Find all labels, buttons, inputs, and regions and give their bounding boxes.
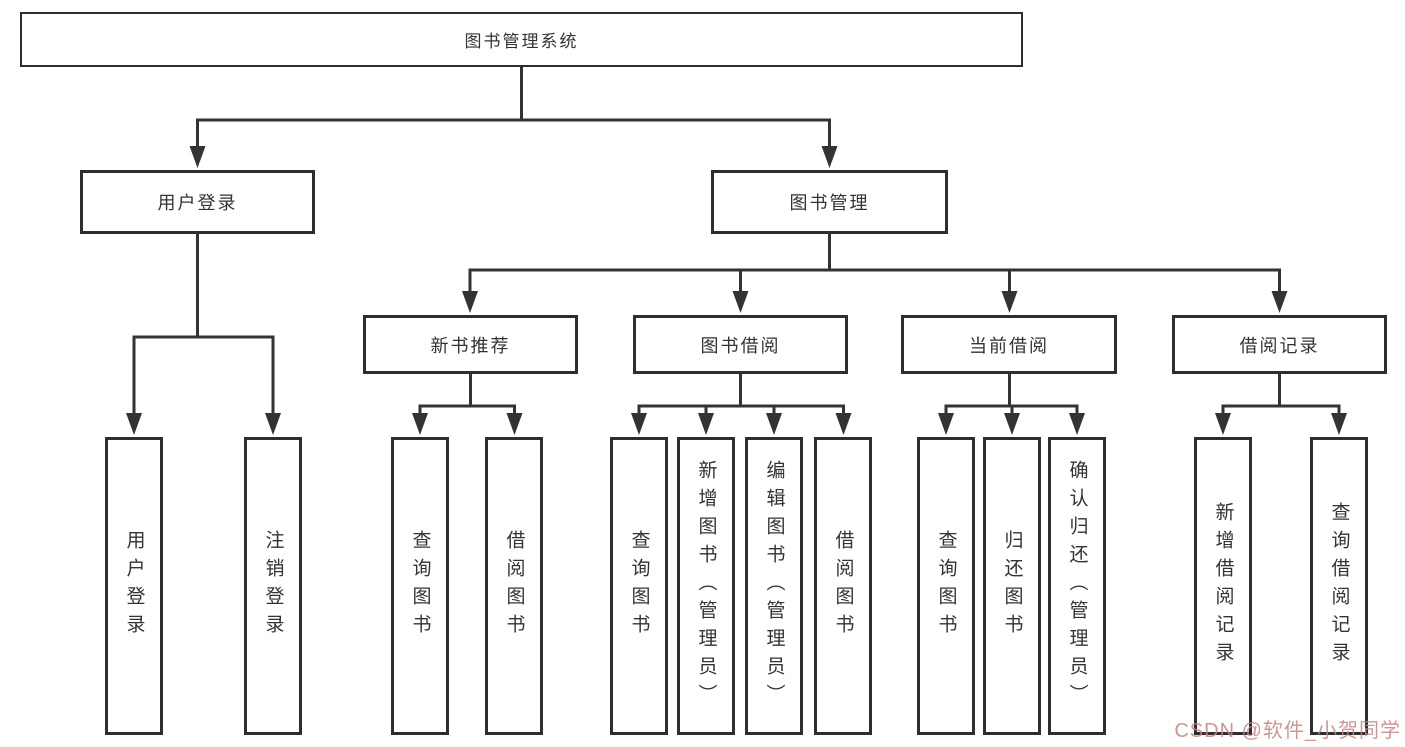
node-borrowing-records-label: 借阅记录 [1239,335,1320,356]
node-root-system: 图书管理系统 [20,12,1023,67]
leaf-logout-label: 注销登录 [262,530,284,642]
leaf-add-books-admin-label: 新增图书（管理员） [695,460,717,712]
leaf-return-books: 归还图书 [983,437,1041,735]
node-user-login: 用户登录 [80,170,315,234]
leaf-current-query-books: 查询图书 [917,437,975,735]
leaf-recommend-query-books: 查询图书 [391,437,449,735]
leaf-query-borrow-record: 查询借阅记录 [1310,437,1368,735]
leaf-borrow-query-books: 查询图书 [610,437,668,735]
leaf-logout: 注销登录 [244,437,302,735]
node-book-management: 图书管理 [711,170,948,234]
leaf-recommend-borrow-books-label: 借阅图书 [503,530,525,642]
leaf-user-login-label: 用户登录 [123,530,145,642]
node-borrowing-records: 借阅记录 [1172,315,1387,374]
leaf-borrow-books: 借阅图书 [814,437,872,735]
leaf-current-query-books-label: 查询图书 [935,530,957,642]
leaf-add-borrow-record-label: 新增借阅记录 [1212,502,1234,670]
leaf-query-borrow-record-label: 查询借阅记录 [1328,502,1350,670]
leaf-borrow-query-books-label: 查询图书 [628,530,650,642]
leaf-edit-books-admin-label: 编辑图书（管理员） [763,460,785,712]
node-current-borrowing-label: 当前借阅 [969,335,1049,356]
leaf-confirm-return-admin-label: 确认归还（管理员） [1066,460,1088,712]
node-book-borrowing-label: 图书借阅 [700,335,781,356]
node-new-book-recommend-label: 新书推荐 [430,335,511,356]
leaf-add-books-admin: 新增图书（管理员） [677,437,735,735]
node-user-login-label: 用户登录 [157,193,238,213]
node-book-borrowing: 图书借阅 [633,315,848,374]
leaf-return-books-label: 归还图书 [1001,530,1023,642]
leaf-edit-books-admin: 编辑图书（管理员） [745,437,803,735]
node-root-label: 图书管理系统 [464,32,579,51]
node-current-borrowing: 当前借阅 [901,315,1117,374]
node-new-book-recommend: 新书推荐 [363,315,578,374]
node-book-management-label: 图书管理 [789,193,870,213]
leaf-borrow-books-label: 借阅图书 [832,530,854,642]
leaf-recommend-borrow-books: 借阅图书 [485,437,543,735]
csdn-watermark: CSDN @软件_小贺同学 [1174,720,1401,742]
leaf-recommend-query-books-label: 查询图书 [409,530,431,642]
leaf-add-borrow-record: 新增借阅记录 [1194,437,1252,735]
arrowheads [126,146,1347,435]
leaf-confirm-return-admin: 确认归还（管理员） [1048,437,1106,735]
leaf-user-login: 用户登录 [105,437,163,735]
